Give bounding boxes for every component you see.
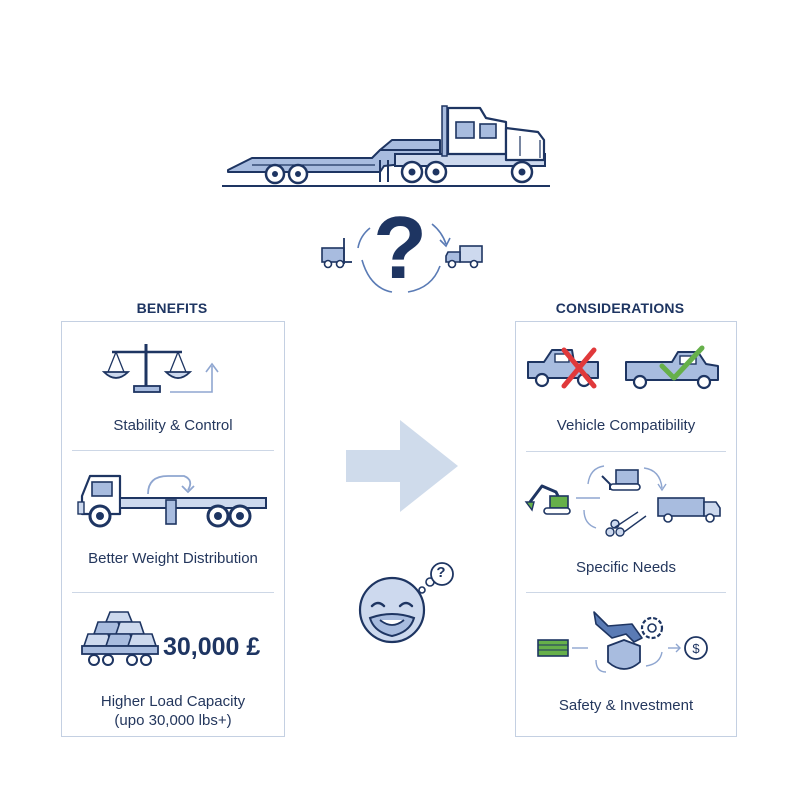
specific-needs-label: Specific Needs — [575, 559, 677, 576]
thinking-face-icon — [358, 562, 454, 644]
x-mark-icon — [561, 347, 597, 389]
shield-icon — [607, 639, 641, 670]
stability-control-label: Stability & Control — [113, 417, 233, 434]
gear-icon — [640, 616, 664, 640]
considerations-divider-2 — [526, 592, 726, 593]
load-capacity-sublabel: (upo 30,000 lbs+) — [114, 712, 232, 729]
check-mark-icon — [659, 345, 705, 381]
svg-text:$: $ — [692, 641, 700, 656]
weight-distribution-label: Better Weight Distribution — [88, 550, 258, 567]
vehicle-compatibility-icon — [527, 345, 719, 390]
safety-investment-icon: $ — [537, 611, 708, 673]
excavator-icon — [524, 484, 571, 515]
benefits-header: BENEFITS — [136, 300, 208, 316]
benefits-divider-2 — [72, 592, 274, 593]
right-arrow-icon — [346, 420, 458, 512]
truck-chassis-icon — [77, 474, 267, 528]
load-capacity-figure: 30,000 £ — [163, 633, 261, 661]
thought-question-mark: ? — [436, 564, 446, 581]
balance-scale-icon — [101, 344, 219, 393]
benefits-panel — [61, 321, 285, 737]
forklift-icon — [321, 238, 352, 269]
small-truck-icon — [445, 245, 483, 269]
box-truck-icon — [657, 497, 721, 523]
safety-investment-label: Safety & Investment — [558, 697, 694, 714]
benefits-divider-1 — [72, 450, 274, 451]
considerations-divider-1 — [526, 451, 726, 452]
wrench-icon — [593, 611, 643, 643]
gold-bars-icon — [81, 611, 159, 666]
vehicle-compatibility-label: Vehicle Compatibility — [556, 417, 696, 434]
considerations-header: CONSIDERATIONS — [555, 300, 685, 316]
logs-icon — [605, 511, 647, 537]
specific-needs-icon — [524, 465, 721, 537]
bulldozer-icon — [601, 469, 641, 491]
question-mark: ? — [373, 198, 427, 297]
question-cycle-icon — [321, 223, 483, 293]
dollar-coin-icon: $ — [684, 636, 708, 660]
load-capacity-label: Higher Load Capacity — [100, 693, 246, 710]
cash-stack-icon — [537, 639, 569, 657]
